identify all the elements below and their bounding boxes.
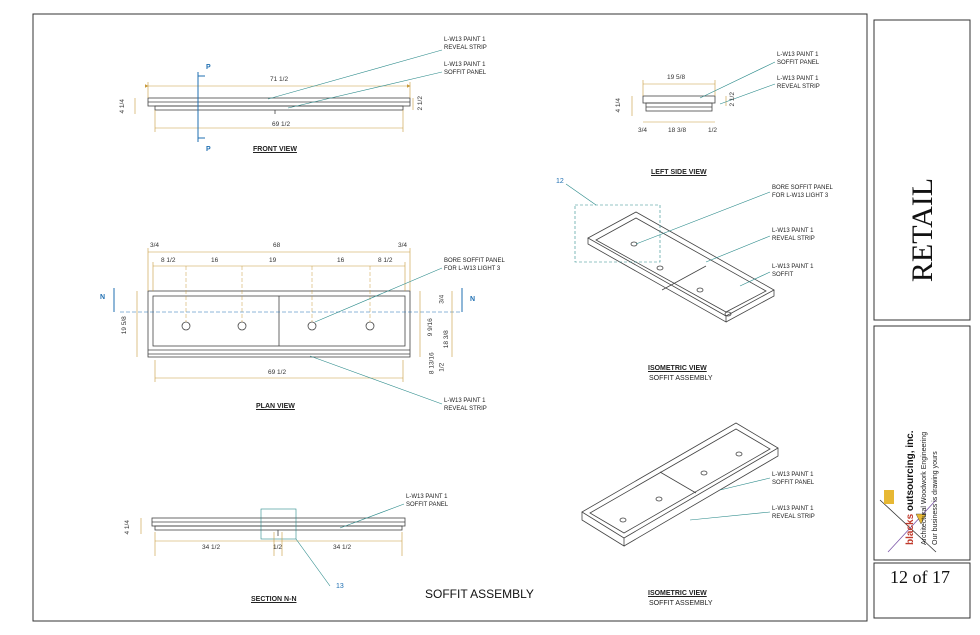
plan-view-section-mark-left: N — [100, 294, 106, 301]
iso-view-1-callout-bore: BORE SOFFIT PANEL FOR L-W13 LIGHT 3 — [772, 185, 833, 199]
section-view-leaders — [295, 503, 405, 587]
plan-view-title: PLAN VIEW — [256, 403, 295, 410]
title-block-company — [873, 325, 971, 561]
plan-view-callout-bore: BORE SOFFIT PANEL FOR L-W13 LIGHT 3 — [444, 258, 505, 272]
plan-view-section-marker — [113, 288, 463, 312]
project-title: RETAIL — [906, 177, 939, 283]
front-view-dim-right: 2 1/2 — [416, 96, 424, 111]
iso-view-2-callout-soffit-panel: L-W13 PAINT 1 SOFFIT PANEL — [772, 472, 815, 486]
front-view-section-marker — [197, 72, 205, 142]
plan-view-dim-t3: 3/4 — [398, 242, 408, 249]
left-side-view-dim-b1: 3/4 — [638, 127, 648, 134]
section-view-dim-b1: 34 1/2 — [202, 544, 221, 551]
section-view-dimensions — [140, 518, 403, 556]
title-block-project — [873, 19, 971, 321]
left-side-view-leaders — [699, 61, 776, 105]
section-view-detail-box — [260, 508, 297, 540]
plan-view-dim-t1: 3/4 — [150, 242, 160, 249]
section-view-dim-b3: 34 1/2 — [333, 544, 352, 551]
plan-view-dim-r1: 3/4 — [438, 294, 446, 304]
left-side-view-callout-soffit-panel: L-W13 PAINT 1 SOFFIT PANEL — [777, 52, 820, 66]
iso-view-1-detail-box — [574, 204, 661, 263]
plan-view-dim-r3: 18 3/8 — [442, 330, 450, 349]
company-name: blacks outsourcing, inc. — [905, 431, 916, 545]
company-name-rest: outsourcing, inc. — [905, 430, 916, 514]
left-side-view-drawing — [642, 95, 716, 112]
section-view-callout-soffit-panel: L-W13 PAINT 1 SOFFIT PANEL — [406, 494, 449, 508]
sheet-border — [32, 13, 868, 622]
iso-view-2-title: ISOMETRIC VIEW — [648, 590, 707, 597]
iso-view-1-detail-number: 12 — [556, 178, 564, 185]
plan-view-section-mark-right: N — [470, 296, 476, 303]
front-view-dimensions — [134, 82, 414, 132]
plan-view-dim-t2: 68 — [273, 242, 281, 249]
plan-view-dim-r2: 9 9/16 — [426, 318, 434, 337]
section-view-detail-number: 13 — [336, 583, 344, 590]
front-view-section-mark-bottom: P — [206, 146, 211, 153]
front-view-dim-left: 4 1/4 — [118, 99, 126, 114]
front-view-section-mark-top: P — [206, 64, 211, 71]
plan-view-dim-s5: 8 1/2 — [378, 257, 393, 264]
iso-view-1-callout-reveal-strip: L-W13 PAINT 1 REVEAL STRIP — [772, 228, 815, 242]
plan-view-dim-s3: 19 — [269, 257, 277, 264]
iso-view-1-drawing — [587, 211, 775, 323]
plan-view-callout-reveal-strip: L-W13 PAINT 1 REVEAL STRIP — [444, 398, 487, 412]
plan-view-leaders — [309, 267, 443, 405]
company-name-bold: blacks — [905, 513, 916, 545]
iso-view-1-subtitle: SOFFIT ASSEMBLY — [649, 375, 713, 382]
left-side-view-dim-top: 19 5/8 — [667, 74, 686, 81]
front-view-callout-reveal-strip: L-W13 PAINT 1 REVEAL STRIP — [444, 37, 487, 51]
iso-view-2-subtitle: SOFFIT ASSEMBLY — [649, 600, 713, 607]
plan-view-dimensions — [136, 248, 453, 382]
company-tagline-1: Architectural Woodwork Engineering — [921, 431, 928, 545]
plan-view-dim-s2: 16 — [211, 257, 219, 264]
left-side-view-title: LEFT SIDE VIEW — [651, 169, 707, 176]
front-view-dim-bottom: 69 1/2 — [272, 121, 291, 128]
iso-view-2-callout-reveal-strip: L-W13 PAINT 1 REVEAL STRIP — [772, 506, 815, 520]
iso-view-2-drawing — [581, 422, 779, 547]
section-view-dim-left: 4 1/4 — [123, 520, 131, 535]
plan-view-dim-s4: 16 — [337, 257, 345, 264]
section-view-dim-b2: 1/2 — [273, 544, 283, 551]
company-logo — [879, 490, 937, 553]
left-side-view-dim-b3: 1/2 — [708, 127, 718, 134]
plan-view-centerlines — [120, 266, 460, 322]
plan-view-dim-bottom: 69 1/2 — [268, 369, 287, 376]
left-side-view-dim-left: 4 1/4 — [614, 98, 622, 113]
left-side-view-dim-b2: 18 3/8 — [668, 127, 687, 134]
front-view-dim-top: 71 1/2 — [270, 76, 289, 83]
plan-view-drawing — [147, 290, 411, 358]
left-side-view-dim-right: 2 1/2 — [728, 92, 736, 107]
front-view-leaders — [267, 49, 443, 109]
page-number: 12 of 17 — [890, 567, 950, 587]
iso-view-1-leaders — [565, 183, 771, 287]
section-view-title: SECTION N-N — [251, 596, 297, 603]
iso-view-2-leaders — [689, 477, 771, 521]
title-block-page — [873, 562, 971, 619]
plan-view-dim-left: 19 5/8 — [120, 316, 128, 335]
iso-view-1-callout-soffit: L-W13 PAINT 1 SOFFIT — [772, 264, 814, 278]
left-side-view-dimensions — [631, 80, 727, 123]
plan-view-dim-r4: 8 13/16 — [428, 352, 436, 375]
iso-view-1-title: ISOMETRIC VIEW — [648, 365, 707, 372]
front-view-title: FRONT VIEW — [253, 146, 297, 153]
left-side-view-callout-reveal-strip: L-W13 PAINT 1 REVEAL STRIP — [777, 76, 820, 90]
front-view-callout-soffit-panel: L-W13 PAINT 1 SOFFIT PANEL — [444, 62, 487, 76]
section-view-drawing — [151, 517, 406, 536]
company-tagline-2: Our business is drawing yours — [932, 451, 939, 545]
plan-view-dim-r5: 1/2 — [438, 362, 446, 372]
plan-view-dim-s1: 8 1/2 — [161, 257, 176, 264]
sheet-title: SOFFIT ASSEMBLY — [425, 587, 534, 601]
front-view-drawing — [147, 97, 411, 114]
